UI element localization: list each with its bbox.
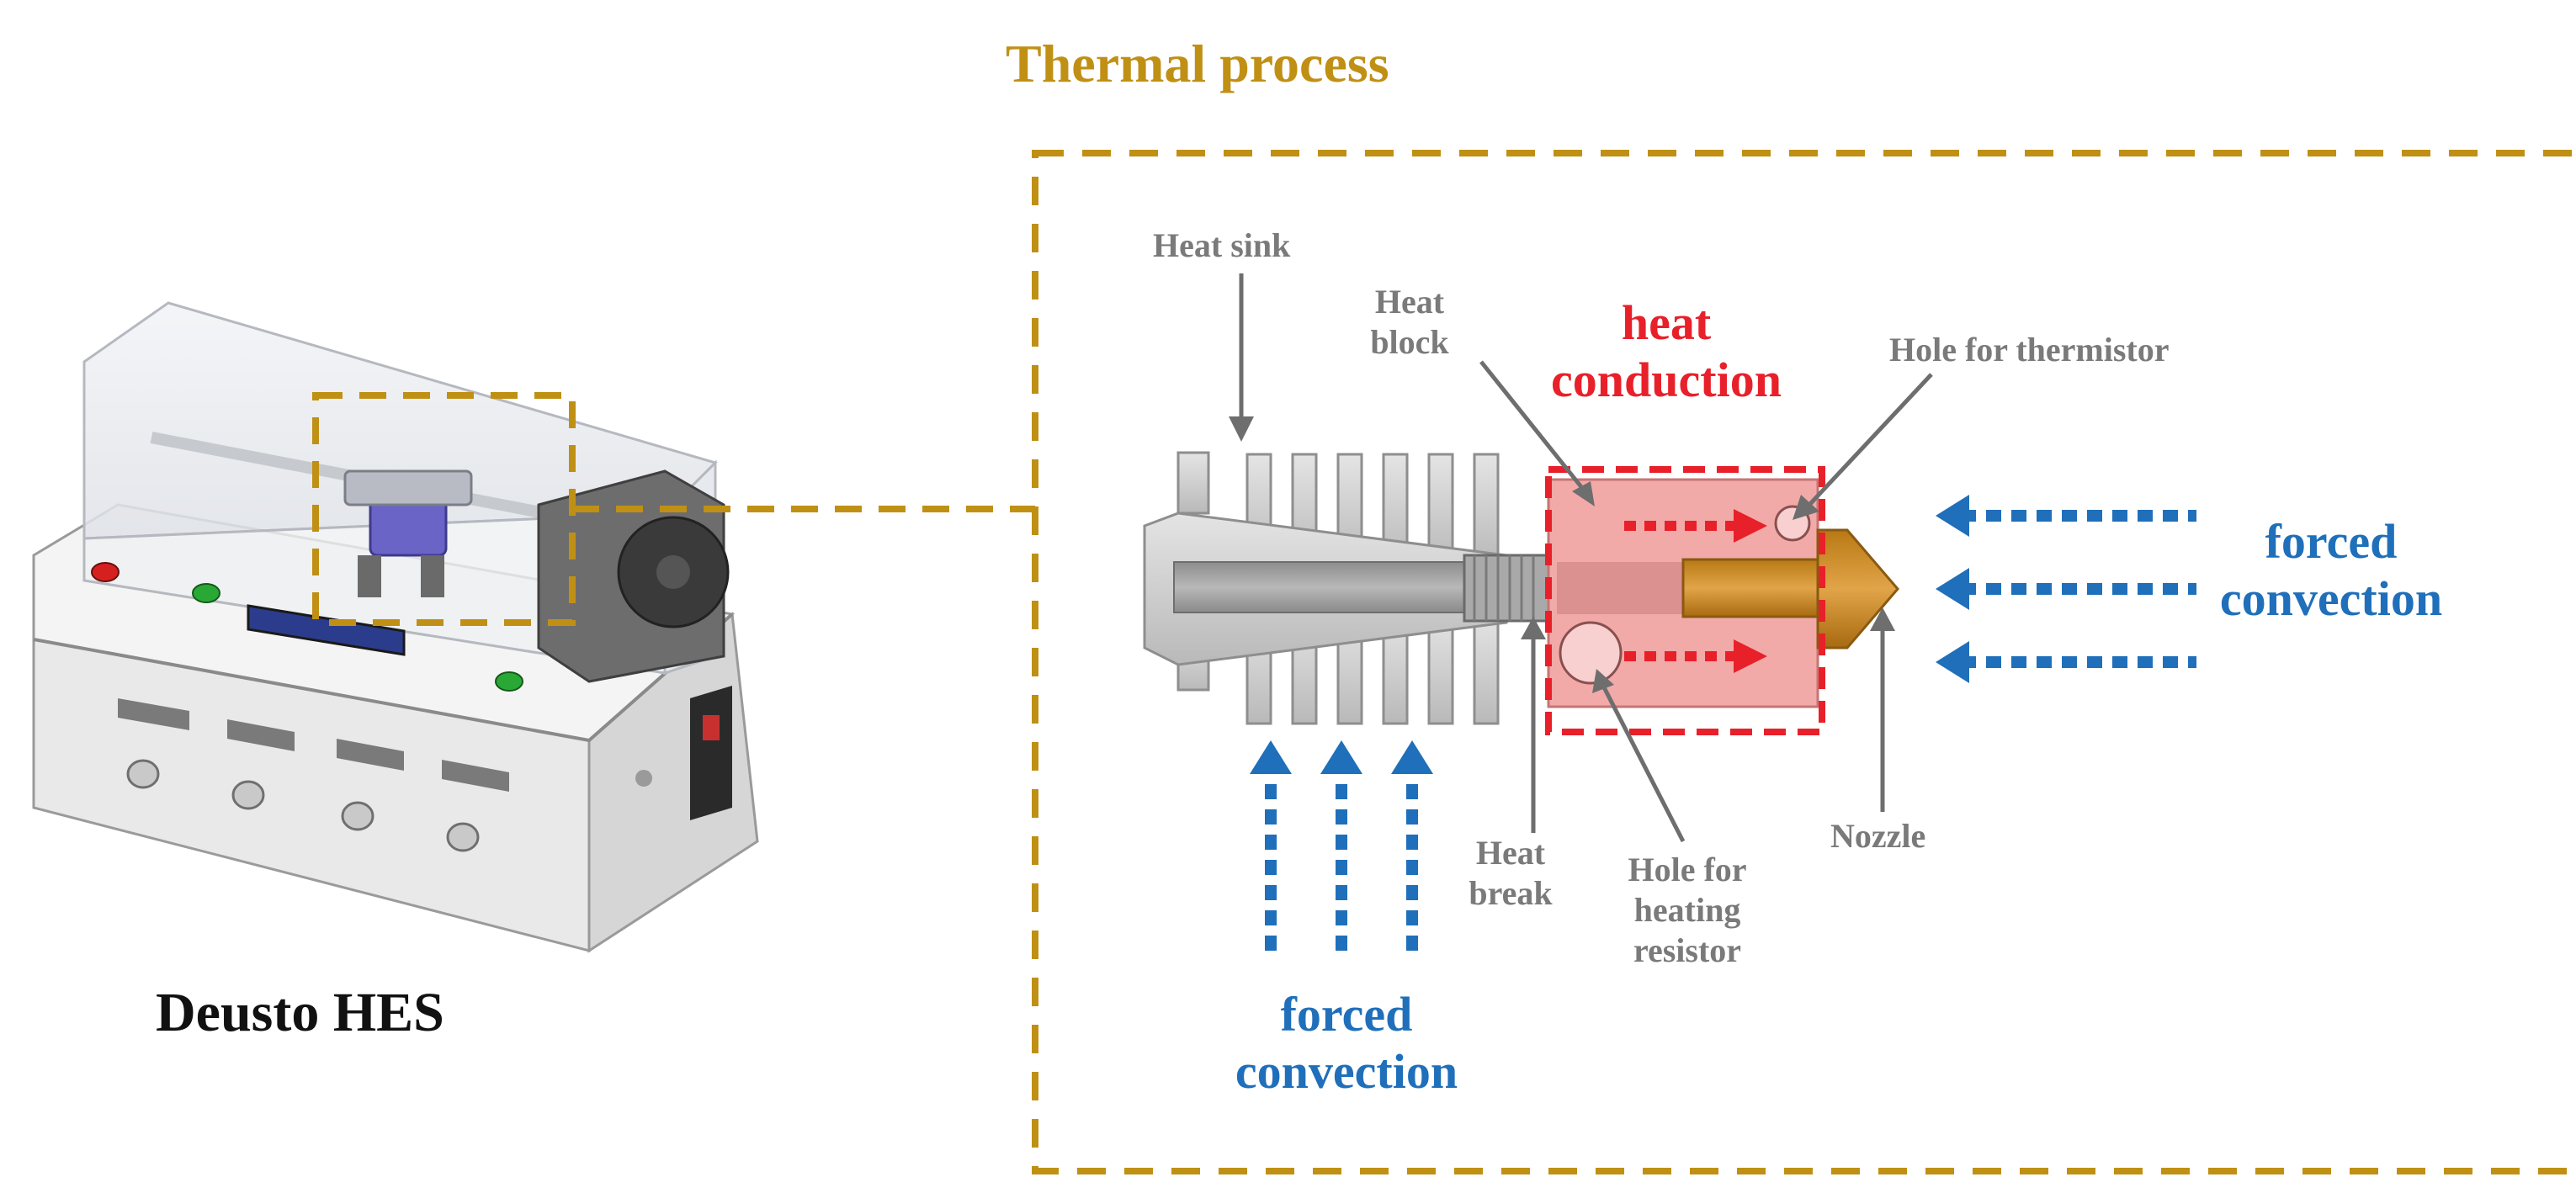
device-front-knobs	[118, 698, 509, 792]
label-heat-block: Heat block	[1351, 282, 1469, 363]
heat-conduction-zone	[1545, 466, 1825, 735]
device-label: Deusto HES	[156, 982, 444, 1043]
thermal-process-frame	[1032, 150, 2576, 1174]
label-heat-conduction: heat conduction	[1540, 294, 1793, 409]
label-heat-break-line2: break	[1469, 874, 1553, 912]
label-forced-convection-right-line2: convection	[2219, 571, 2443, 626]
device-power-socket	[690, 686, 732, 820]
leader-lines	[1229, 273, 1933, 843]
heat-break	[1463, 554, 1550, 623]
label-forced-convection-bottom: forced convection	[1187, 986, 1506, 1100]
label-forced-convection-right-line1: forced	[2265, 514, 2398, 569]
heating-resistor-hole	[1559, 621, 1623, 685]
label-hole-heating-resistor: Hole for heating resistor	[1607, 850, 1767, 971]
device-red-button	[91, 562, 120, 582]
hotend-cross-section	[1143, 451, 1899, 735]
label-forced-convection-bottom-line1: forced	[1280, 987, 1413, 1042]
label-heat-conduction-line1: heat	[1621, 295, 1712, 350]
label-hole-thermistor: Hole for thermistor	[1889, 331, 2170, 369]
nozzle	[1681, 528, 1899, 650]
label-heat-sink: Heat sink	[1153, 226, 1291, 264]
forced-convection-arrows-right	[1936, 495, 2196, 683]
label-hole-heating-line2: heating	[1633, 891, 1741, 929]
label-heat-block-line2: block	[1370, 323, 1449, 361]
label-heat-block-line1: Heat	[1374, 283, 1445, 321]
deusto-hes-device	[32, 301, 759, 953]
label-heat-break: Heat break	[1460, 833, 1561, 914]
label-hole-heating-line3: resistor	[1633, 931, 1742, 969]
device-green-button	[192, 583, 220, 603]
label-heat-conduction-line2: conduction	[1551, 353, 1782, 407]
label-hole-heating-line1: Hole for	[1628, 851, 1747, 888]
label-forced-convection-right: forced convection	[2171, 513, 2491, 628]
forced-convection-arrows-bottom	[1250, 740, 1433, 951]
label-forced-convection-bottom-line2: convection	[1235, 1044, 1458, 1099]
label-nozzle: Nozzle	[1830, 817, 1926, 855]
heat-conduction-arrows	[1624, 509, 1767, 673]
label-heat-break-line1: Heat	[1475, 834, 1546, 872]
diagram-title: Thermal process	[1006, 34, 1389, 93]
